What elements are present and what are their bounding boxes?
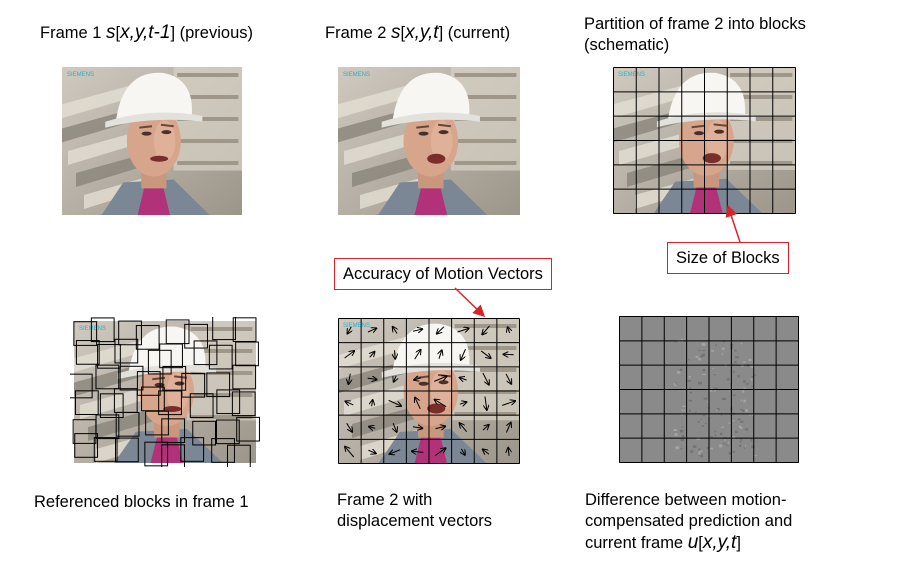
svg-text:SIEMENS: SIEMENS [67,72,94,78]
frame1-caption-rbracket: ] [170,24,176,42]
frame2-caption-lbracket: [ [400,24,406,42]
frame2-caption-symbol: s [391,22,401,43]
difference-image [619,316,799,463]
frame2-image: SIEMENS [338,67,520,215]
partition-image: SIEMENS [613,67,796,214]
difference-caption-vars: x,y,t [702,532,737,553]
displacement-caption: Frame 2 with displacement vectors [337,490,492,532]
partition-caption-line1: Partition of frame 2 into blocks [584,15,806,33]
frame1-image: SIEMENS [62,67,242,215]
svg-text:SIEMENS: SIEMENS [618,72,645,78]
frame2-caption-vars: x,y,t [405,22,439,43]
difference-caption-symbol: u [687,532,699,553]
difference-caption-line1: Difference between motion- [585,491,787,509]
difference-caption-line2: compensated prediction and [585,512,793,530]
frame1-caption-vars: x,y,t-1 [120,22,171,43]
difference-caption-line3-prefix: current frame [585,534,688,552]
referenced-caption: Referenced blocks in frame 1 [34,493,249,511]
frame2-caption-prefix: Frame 2 [325,24,392,42]
frame2-caption-rbracket: ] [438,24,444,42]
frame2-caption-suffix: (current) [443,24,511,42]
frame1-caption-prefix: Frame 1 [40,24,107,42]
svg-text:SIEMENS: SIEMENS [79,326,106,332]
difference-caption-lbracket: [ [698,534,703,552]
displacement-caption-line1: Frame 2 with [337,491,433,509]
block-size-callout: Size of Blocks [667,242,789,274]
frame1-caption-lbracket: [ [115,24,121,42]
difference-caption: Difference between motion- compensated p… [585,490,792,554]
svg-text:SIEMENS: SIEMENS [343,72,370,78]
svg-text:SIEMENS: SIEMENS [343,323,370,329]
partition-caption-line2: (schematic) [584,36,670,54]
displacement-image: SIEMENS [338,318,520,464]
difference-caption-rbracket: ] [736,534,741,552]
vector-accuracy-callout: Accuracy of Motion Vectors [334,258,552,290]
frame1-caption: Frame 1 s[x,y,t-1] (previous) [40,22,253,44]
frame1-caption-symbol: s [106,22,116,43]
frame2-caption: Frame 2 s[x,y,t] (current) [325,22,510,44]
difference-caption-line3: current frame u[x,y,t] [585,532,792,554]
partition-caption: Partition of frame 2 into blocks (schema… [584,14,806,56]
frame1-caption-suffix: (previous) [175,24,253,42]
referenced-blocks-image: SIEMENS [70,317,262,467]
displacement-caption-line2: displacement vectors [337,512,492,530]
